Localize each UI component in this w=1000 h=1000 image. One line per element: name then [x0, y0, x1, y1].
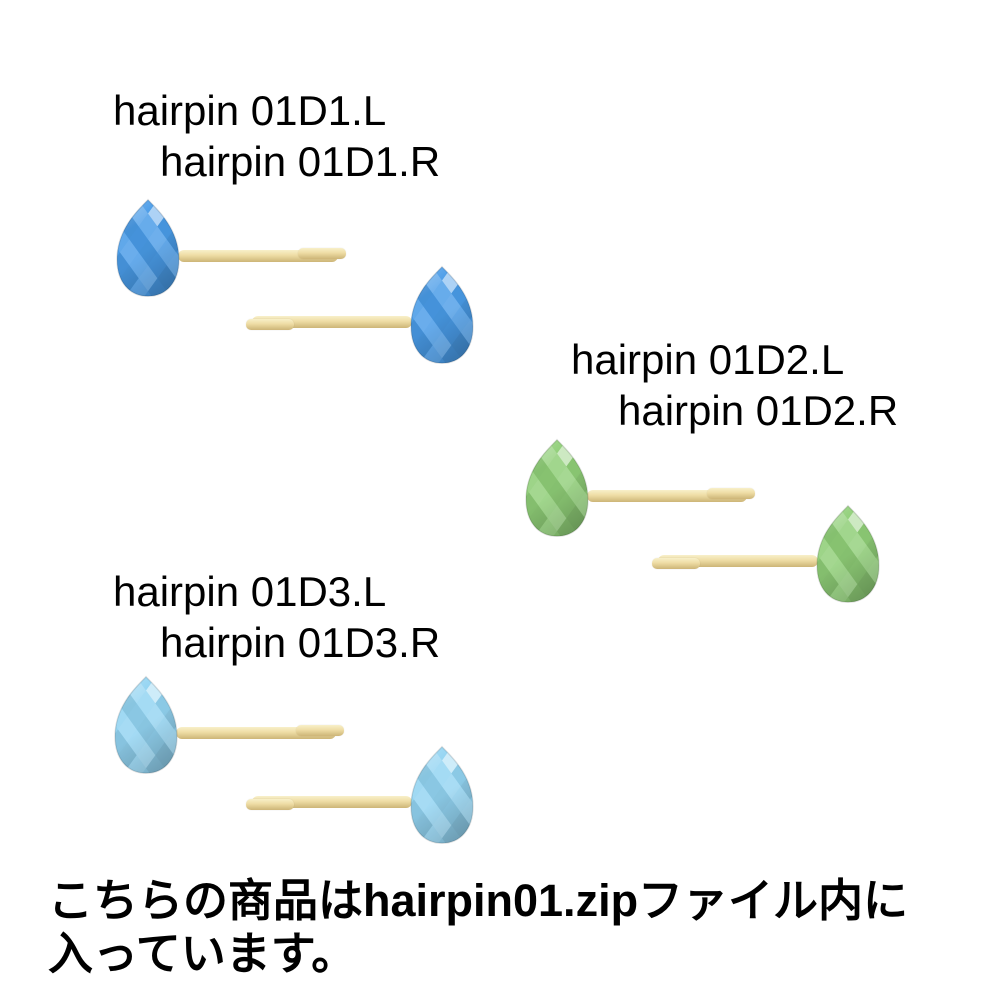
label-line-01d2-r: hairpin 01D2.R [618, 387, 899, 434]
pin-clasp-end [652, 558, 700, 569]
zip-note-line-2: 入っています。 [48, 928, 357, 979]
teardrop-gem-blue [406, 264, 478, 366]
zip-note-line-1: こちらの商品はhairpin01.zipファイル内に [48, 875, 909, 926]
pin-shaft [652, 555, 818, 569]
product-label-01d1: hairpin 01D1.L hairpin 01D1.R [113, 85, 440, 187]
pin-shaft [246, 316, 412, 330]
label-line-01d1-l: hairpin 01D1.L [113, 87, 387, 134]
pin-clasp-end [246, 319, 294, 330]
label-line-01d3-r: hairpin 01D3.R [160, 619, 441, 666]
pin-clasp-end [298, 248, 346, 259]
label-line-01d1-r: hairpin 01D1.R [160, 138, 441, 185]
hairpin-01d1-r [246, 264, 487, 369]
teardrop-gem-blue [112, 197, 184, 299]
product-label-01d2: hairpin 01D2.L hairpin 01D2.R [571, 334, 898, 436]
teardrop-gem-green [812, 503, 884, 605]
hairpin-01d2-l [521, 437, 756, 542]
pin-clasp-end [246, 799, 294, 810]
pin-clasp-end [296, 725, 344, 736]
teardrop-gem-green [521, 437, 593, 539]
product-label-01d3: hairpin 01D3.L hairpin 01D3.R [113, 566, 440, 668]
hairpin-01d3-r [246, 744, 487, 849]
label-line-01d3-l: hairpin 01D3.L [113, 568, 387, 615]
hairpin-01d1-l [112, 197, 347, 302]
pin-shaft [178, 248, 346, 262]
pin-shaft [246, 796, 412, 810]
pin-shaft [587, 488, 755, 502]
label-line-01d2-l: hairpin 01D2.L [571, 336, 845, 383]
hairpin-01d3-l [110, 674, 345, 779]
hairpin-01d2-r [652, 503, 893, 608]
pin-clasp-end [707, 488, 755, 499]
pin-shaft [176, 725, 344, 739]
zip-note: こちらの商品はhairpin01.zipファイル内に 入っています。 [48, 874, 908, 980]
teardrop-gem-cyan [110, 674, 182, 776]
teardrop-gem-cyan [406, 744, 478, 846]
